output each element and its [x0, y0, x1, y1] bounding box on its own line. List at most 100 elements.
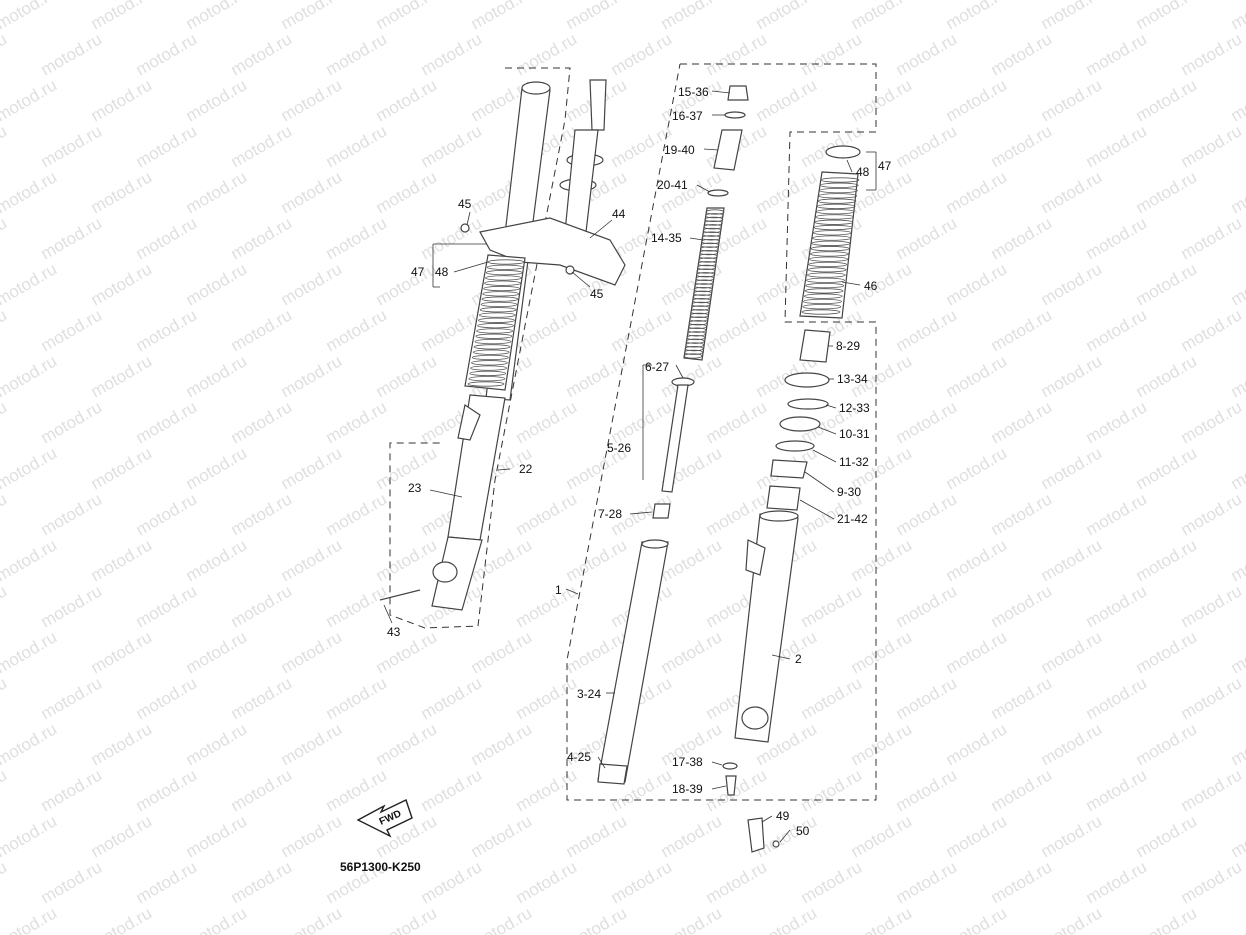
- watermark-text: motod.ru: [893, 765, 961, 815]
- watermark-text: motod.ru: [88, 351, 156, 401]
- watermark-text: motod.ru: [513, 29, 581, 79]
- callout-9-30: 9-30: [837, 485, 861, 499]
- watermark-text: motod.ru: [1133, 0, 1201, 33]
- rib-line: [703, 220, 723, 226]
- watermark-text: motod.ru: [1133, 167, 1201, 217]
- watermark-text: motod.ru: [88, 0, 156, 33]
- watermark-text: motod.ru: [323, 673, 391, 723]
- watermark-text: motod.ru: [373, 627, 441, 677]
- steering-stem-shaft: [564, 129, 599, 233]
- callout-22: 22: [519, 462, 533, 476]
- watermark-text: motod.ru: [0, 535, 60, 585]
- left-axle-boss: [432, 561, 458, 583]
- rib-line: [817, 198, 857, 204]
- watermark-text: motod.ru: [1178, 765, 1246, 815]
- left-fork-assembly: [379, 79, 626, 611]
- rib-line: [815, 214, 855, 220]
- callout-15-36: 15-36: [678, 85, 709, 99]
- watermark-text: motod.ru: [278, 167, 346, 217]
- watermark-text: motod.ru: [943, 0, 1011, 33]
- watermark-text: motod.ru: [468, 0, 536, 33]
- rib-line: [688, 320, 708, 326]
- watermark-text: motod.ru: [1083, 857, 1151, 907]
- watermark-text: motod.ru: [1038, 0, 1106, 33]
- watermark-text: motod.ru: [1083, 29, 1151, 79]
- watermark-text: motod.ru: [0, 857, 10, 907]
- watermark-text: motod.ru: [183, 0, 251, 33]
- watermark-text: motod.ru: [88, 811, 156, 861]
- watermark-text: motod.ru: [513, 305, 581, 355]
- callout-50: 50: [796, 824, 810, 838]
- rib-line: [697, 264, 716, 270]
- watermark-text: motod.ru: [1038, 75, 1106, 125]
- rib-line: [696, 268, 716, 274]
- watermark-text: motod.ru: [38, 29, 106, 79]
- watermark-text: motod.ru: [513, 673, 581, 723]
- rib-line: [698, 253, 718, 259]
- watermark-text: motod.ru: [1178, 213, 1246, 263]
- watermark-text: motod.ru: [183, 443, 251, 493]
- part-50-screw: [772, 840, 780, 848]
- watermark-text: motod.ru: [133, 121, 201, 171]
- rib-line: [467, 381, 505, 387]
- watermark-text: motod.ru: [848, 75, 916, 125]
- rib-line: [689, 312, 709, 318]
- watermark-text: motod.ru: [798, 765, 866, 815]
- watermark-text: motod.ru: [848, 535, 916, 585]
- watermark-text: motod.ru: [0, 581, 10, 631]
- rib-line: [692, 294, 712, 300]
- right-fork-group-boundary: [566, 63, 877, 801]
- forward-direction-arrow: FWD: [356, 799, 413, 838]
- watermark-text: motod.ru: [278, 259, 346, 309]
- rib-line: [477, 323, 514, 329]
- rib-line: [803, 293, 843, 299]
- watermark-text: motod.ru: [133, 29, 201, 79]
- rib-line: [480, 301, 518, 308]
- rib-line: [701, 238, 720, 245]
- watermark-text: motod.ru: [0, 765, 10, 815]
- watermark-text: motod.ru: [0, 811, 60, 861]
- watermark-text: motod.ru: [88, 75, 156, 125]
- callout-3-24: 3-24: [577, 687, 601, 701]
- callout-45-lower: 45: [590, 287, 604, 301]
- watermark-text: motod.ru: [278, 627, 346, 677]
- watermark-text: motod.ru: [658, 0, 726, 33]
- watermark-text: motod.ru: [228, 29, 296, 79]
- watermark-text: motod.ru: [228, 765, 296, 815]
- watermark-text: motod.ru: [608, 857, 676, 907]
- rib-line: [816, 209, 855, 215]
- callout-6-27: 6-27: [645, 360, 669, 374]
- watermark-text: motod.ru: [893, 857, 961, 907]
- callout-20-41: 20-41: [657, 178, 688, 192]
- watermark-text: motod.ru: [418, 213, 486, 263]
- watermark-text: motod.ru: [988, 489, 1056, 539]
- watermark-text: motod.ru: [1133, 903, 1201, 935]
- rib-line: [705, 209, 725, 215]
- left-boot-ribs: [467, 259, 525, 387]
- watermark-text: motod.ru: [228, 673, 296, 723]
- watermark-text: motod.ru: [183, 535, 251, 585]
- watermark-text: motod.ru: [278, 903, 346, 935]
- part-19-spacer: [713, 129, 743, 171]
- rib-line: [694, 279, 714, 285]
- watermark-text: motod.ru: [373, 351, 441, 401]
- part-4-slide-bush: [597, 763, 628, 785]
- watermark-text: motod.ru: [373, 259, 441, 309]
- watermark-text: motod.ru: [88, 719, 156, 769]
- watermark-text: motod.ru: [133, 765, 201, 815]
- rib-line: [482, 291, 520, 297]
- rib-line: [691, 301, 711, 307]
- inner-tube-top: [641, 539, 669, 549]
- watermark-text: motod.ru: [563, 903, 631, 935]
- watermark-text: motod.ru: [418, 673, 486, 723]
- rib-line: [484, 280, 521, 286]
- watermark-text: motod.ru: [0, 167, 60, 217]
- watermark-text: motod.ru: [1038, 167, 1106, 217]
- watermark-text: motod.ru: [848, 719, 916, 769]
- watermark-text: motod.ru: [1228, 627, 1246, 677]
- part-2-outer-tube: [734, 513, 799, 743]
- rib-line: [701, 235, 721, 241]
